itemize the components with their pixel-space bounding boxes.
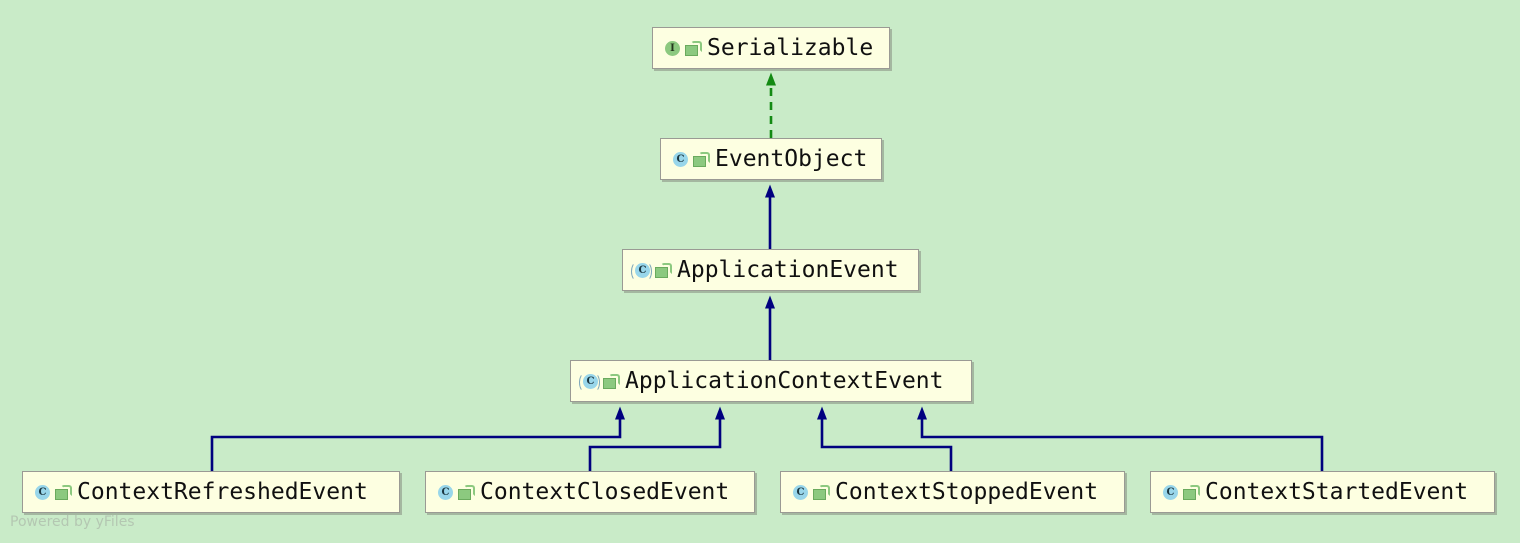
class-node-applicationcontextevent[interactable]: C ApplicationContextEvent [570, 360, 972, 402]
class-node-label: ContextStoppedEvent [835, 478, 1099, 505]
class-node-label: Serializable [707, 34, 874, 61]
public-lock-icon [55, 484, 72, 500]
abstract-class-badge-icon: C [579, 372, 600, 392]
class-node-applicationevent[interactable]: C ApplicationEvent [622, 249, 919, 291]
edge-contextrefreshedevent-to-applicationcontextevent [210, 406, 625, 471]
interface-badge-icon: I [663, 40, 680, 57]
class-node-eventobject[interactable]: C EventObject [660, 138, 882, 180]
public-lock-icon [603, 373, 620, 389]
edge-contextstartedevent-to-applicationcontextevent [917, 406, 1324, 471]
class-node-label: ApplicationContextEvent [625, 367, 944, 394]
class-badge-icon: C [791, 484, 808, 501]
class-badge-icon: C [1161, 484, 1178, 501]
edge-contextstoppedevent-to-applicationcontextevent [817, 406, 953, 471]
public-lock-icon [458, 484, 475, 500]
class-node-contextclosedevent[interactable]: C ContextClosedEvent [425, 471, 755, 513]
class-badge-icon: C [671, 151, 688, 168]
public-lock-icon [693, 151, 710, 167]
class-node-label: EventObject [715, 145, 868, 172]
class-node-label: ContextStartedEvent [1205, 478, 1469, 505]
class-node-label: ApplicationEvent [677, 256, 899, 283]
abstract-class-badge-icon: C [631, 261, 652, 281]
class-node-label: ContextRefreshedEvent [77, 478, 368, 505]
class-node-label: ContextClosedEvent [480, 478, 730, 505]
class-node-contextstartedevent[interactable]: C ContextStartedEvent [1150, 471, 1495, 513]
yfiles-watermark: Powered by yFiles [10, 514, 135, 530]
public-lock-icon [1183, 484, 1200, 500]
class-node-serializable[interactable]: I Serializable [652, 27, 890, 69]
class-badge-icon: C [436, 484, 453, 501]
public-lock-icon [685, 40, 702, 56]
public-lock-icon [813, 484, 830, 500]
public-lock-icon [655, 262, 672, 278]
edge-contextclosedevent-to-applicationcontextevent [588, 406, 725, 471]
class-node-contextrefreshedevent[interactable]: C ContextRefreshedEvent [22, 471, 400, 513]
class-node-contextstoppedevent[interactable]: C ContextStoppedEvent [780, 471, 1125, 513]
class-badge-icon: C [33, 484, 50, 501]
